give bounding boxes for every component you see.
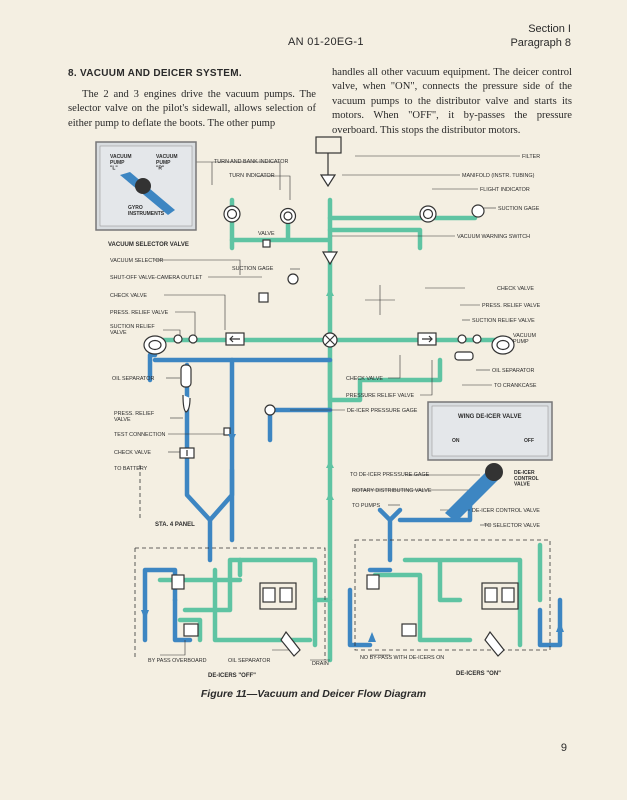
valve-icon (262, 239, 271, 248)
label-bypass: BY PASS OVERBOARD (148, 658, 207, 664)
label-vac-warn: VACUUM WARNING SWITCH (457, 234, 530, 240)
components (143, 136, 519, 657)
page-number: 9 (560, 742, 567, 754)
label-check-valve-l: CHECK VALVE (110, 293, 147, 299)
document-number: AN 01-20EG-1 (288, 36, 364, 48)
diagram-labels: TURN AND BANK INDICATOR TURN INDICATOR F… (110, 154, 541, 679)
turn-indicator-icon (279, 207, 297, 225)
wing-deicer-off: OFF (524, 438, 534, 444)
suction-gage-icon (471, 204, 485, 218)
vacuum-lines (157, 197, 543, 663)
wing-deicer-on: ON (452, 438, 460, 444)
label-drain: DRAIN (312, 661, 329, 667)
vacuum-selector-valve-title: VACUUM SELECTOR VALVE (108, 242, 189, 248)
label-press-relief-r: PRESS. RELIEF VALVE (482, 303, 541, 309)
section-title: 8. VACUUM AND DEICER SYSTEM. (68, 68, 242, 79)
label-shutoff: SHUT-OFF VALVE-CAMERA OUTLET (110, 275, 203, 281)
label-crankcase: TO CRANKCASE (494, 383, 537, 389)
label-deicer-gage: DE-ICER PRESSURE GAGE (347, 408, 418, 414)
label-vac-selector: VACUUM SELECTOR (110, 258, 164, 264)
label-no-bypass: NO BY-PASS WITH DE-ICERS ON (360, 655, 444, 661)
label-pressure-relief-c: PRESSURE RELIEF VALVE (346, 393, 415, 399)
label-suction-gage-mid: SUCTION GAGE (232, 266, 274, 272)
label-oil-sep-r: OIL SEPARATOR (492, 368, 534, 374)
label-rotary: ROTARY DISTRIBUTING VALVE (352, 488, 432, 494)
dashed-boundaries (134, 465, 551, 660)
filter-box (315, 136, 342, 154)
label-sta4: STA. 4 PANEL (155, 522, 195, 528)
label-check-valve-r: CHECK VALVE (497, 286, 534, 292)
label-valve: VALVE (258, 231, 275, 237)
body-text-column-1: The 2 and 3 engines drive the vacuum pum… (68, 89, 316, 129)
paragraph-label: Paragraph 8 (510, 37, 571, 49)
label-manifold: MANIFOLD (INSTR. TUBING) (462, 173, 535, 179)
label-oil-sep-l: OIL SEPARATOR (112, 376, 154, 382)
turn-bank-indicator-icon (223, 205, 241, 223)
body-text-column-2: handles all other vacuum equipment. The … (332, 67, 572, 136)
section-header: Section I Paragraph 8 (510, 22, 571, 50)
wing-deicer-title: WING DE-ICER VALVE (458, 414, 521, 420)
label-test-conn: TEST CONNECTION (114, 432, 166, 438)
label-suction-gage-top: SUCTION GAGE (498, 206, 540, 212)
label-press-relief-l: PRESS. RELIEF VALVE (110, 310, 169, 316)
label-turn-bank: TURN AND BANK INDICATOR (214, 159, 288, 165)
label-deicers-off: DE-ICERS "OFF" (208, 673, 256, 679)
label-oil-sep-b: OIL SEPARATOR (228, 658, 270, 664)
oil-separator-left-icon (180, 364, 192, 388)
label-check-valve-l2: CHECK VALVE (114, 450, 151, 456)
flow-arrows (141, 288, 564, 642)
label-to-pumps: TO PUMPS (352, 503, 380, 509)
wing-deicer-panel: WING DE-ICER VALVE ON OFF (427, 401, 553, 522)
suction-gage-mid-icon (287, 273, 299, 285)
label-turn-ind: TURN INDICATOR (229, 173, 275, 179)
flight-indicator-icon (419, 205, 437, 223)
label-filter: FILTER (522, 154, 540, 160)
label-suction-relief-r: SUCTION RELIEF VALVE (472, 318, 535, 324)
label-deicer-control-valve: DE-ICER CONTROL VALVE (472, 508, 540, 514)
section-label: Section I (528, 23, 571, 35)
label-battery: TO BATTERY (114, 466, 148, 472)
label-to-selector: TO SELECTOR VALVE (484, 523, 540, 529)
label-flight-ind: FLIGHT INDICATOR (480, 187, 530, 193)
label-deicers-on: DE-ICERS "ON" (456, 671, 501, 677)
label-to-deicer-gage: TO DE-ICER PRESSURE GAGE (350, 472, 430, 478)
label-check-valve-c: CHECK VALVE (346, 376, 383, 382)
figure-caption: Figure 11—Vacuum and Deicer Flow Diagram (200, 688, 427, 700)
